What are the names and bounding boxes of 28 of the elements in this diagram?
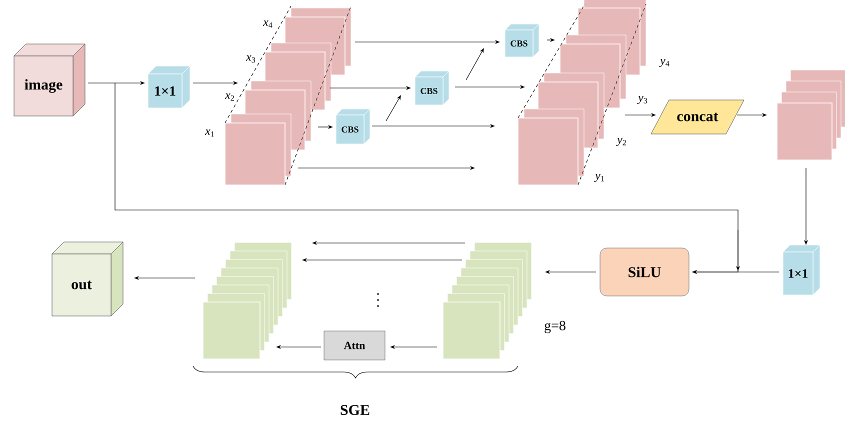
group-label: SGE (340, 404, 370, 416)
cbs-cube: CBS (336, 108, 370, 144)
arrow (114, 82, 740, 274)
block-label: x$_{1}$ (204, 129, 214, 137)
arrow (466, 48, 484, 80)
block-label: y$_{2}$ (616, 138, 626, 146)
feature-map-stack (442, 242, 532, 360)
feature-map-block (518, 108, 584, 186)
block-label: x$_{2}$ (224, 93, 234, 101)
block-label: y$_{3}$ (637, 96, 648, 104)
concat-parallelogram: concat (650, 100, 744, 134)
block-label: y$_{1}$ (594, 174, 604, 182)
attention-box: Attn (324, 330, 386, 360)
feature-map-stack (202, 242, 292, 360)
cbs-cube: CBS (414, 70, 450, 106)
activation-box: SiLU (600, 248, 690, 296)
block-label: y$_{4}$ (659, 58, 670, 68)
output-cube: out (52, 242, 124, 316)
block-label: x$_{3}$ (246, 55, 256, 63)
block-label: x$_{4}$ (262, 20, 272, 28)
image-cube: image (14, 44, 86, 116)
arrow (386, 95, 401, 122)
block-label: g=8 (544, 320, 566, 334)
conv-cube: 1×1 (148, 66, 190, 108)
feature-map-block (224, 114, 292, 186)
cbs-cube: CBS (504, 24, 540, 58)
conv-cube: 1×1 (782, 244, 820, 296)
feature-map-stack (776, 70, 845, 160)
